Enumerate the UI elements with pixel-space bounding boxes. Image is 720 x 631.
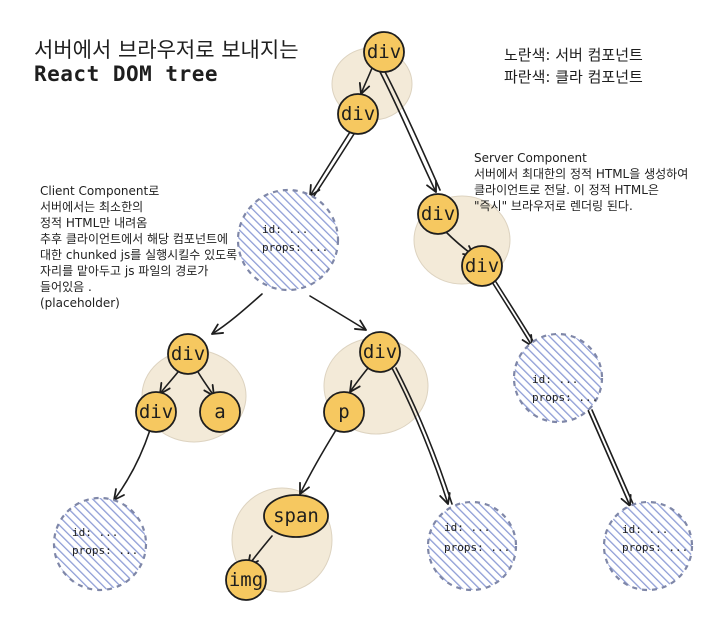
placeholder-id-text: id: ... [444, 521, 490, 534]
node-label: div [341, 103, 375, 125]
placeholder-props-text: props: ... [262, 241, 328, 254]
placeholder-bottom-mid: id: ... props: ... [426, 500, 518, 592]
placeholder-props-text: props: ... [72, 544, 138, 557]
node-img: img [225, 559, 267, 601]
node-label: div [363, 341, 397, 363]
edge-p-to-span [299, 429, 337, 495]
placeholder-id-text: id: ... [532, 373, 578, 386]
client-note-line: 정적 HTML만 내려옴 [40, 216, 148, 230]
node-label: div [421, 203, 455, 225]
edge-right-placeholder-to-placeholder-2 [591, 409, 635, 507]
diagram-title-line-1: 서버에서 브라우저로 보내지는 [34, 38, 299, 62]
edge-mid-div-to-placeholder-2 [395, 367, 453, 505]
edge-root-to-div [358, 67, 373, 95]
edge-placeholder-to-mid-div [309, 295, 367, 331]
node-label: div [465, 255, 499, 277]
edge-div-to-placeholder [309, 131, 351, 197]
server-note-line: Server Component [474, 151, 587, 165]
node-label: div [171, 343, 205, 365]
node-leaf-div: div [135, 391, 177, 433]
node-label: div [367, 41, 401, 63]
node-a: a [199, 391, 241, 433]
edge-right-div-to-placeholder-2 [495, 281, 537, 347]
node-span: span [263, 494, 329, 538]
node-right-div-1: div [417, 193, 459, 235]
placeholder-id-text: id: ... [262, 223, 308, 236]
placeholder-upper: id: ... props: ... [236, 188, 340, 292]
node-p: p [323, 391, 365, 433]
server-note-line: 클라이언트로 전달. 이 정적 HTML은 [474, 183, 659, 197]
node-label: a [214, 401, 225, 423]
server-nodes: div div div div div div a div [135, 31, 503, 601]
edge-root-to-right-div [377, 67, 437, 193]
client-note-line: 추후 클라이언트에서 해당 컴포넌트에 [40, 232, 229, 246]
client-component-note: Client Component로 서버에서는 최소한의 정적 HTML만 내려… [40, 183, 237, 311]
placeholder-right-mid: id: ... props: ... [512, 332, 604, 424]
edge-div-to-placeholder-2 [313, 133, 355, 197]
tree-edges [113, 65, 635, 567]
node-label: p [338, 401, 349, 423]
edge-mid-div-to-placeholder [391, 367, 451, 505]
edge-right-div-to-placeholder [491, 281, 533, 347]
client-note-line: (placeholder) [40, 296, 120, 310]
server-component-note: Server Component 서버에서 최대한의 정적 HTML을 생성하여… [474, 150, 688, 214]
node-label: img [229, 569, 263, 591]
edge-leaf-div-to-placeholder [113, 429, 151, 501]
node-root-div: div [363, 31, 405, 73]
node-right-div-2: div [461, 245, 503, 287]
edge-placeholder-to-left-div [211, 293, 263, 335]
node-left-div: div [167, 333, 209, 375]
placeholder-bottom-right: id: ... props: ... [602, 500, 694, 592]
edge-right-placeholder-to-placeholder [587, 409, 632, 507]
client-note-line: 자리를 맡아두고 js 파일의 경로가 [40, 264, 209, 278]
server-note-line: "즉시" 브라우저로 렌더링 된다. [474, 199, 633, 213]
server-note-line: 서버에서 최대한의 정적 HTML을 생성하여 [474, 167, 689, 181]
edge-root-to-right-div-2 [381, 65, 441, 191]
client-note-line: 들어있음 . [40, 280, 92, 294]
node-label: span [273, 505, 319, 527]
placeholder-id-text: id: ... [622, 523, 668, 536]
node-mid-div: div [359, 331, 401, 373]
placeholder-props-text: props: ... [622, 541, 688, 554]
placeholder-id-text: id: ... [72, 526, 118, 539]
client-note-line: 대한 chunked js를 실행시킬수 있도록 [40, 248, 238, 262]
client-note-line: 서버에서는 최소한의 [40, 200, 144, 214]
node-label: div [139, 401, 173, 423]
diagram-title-line-2: React DOM tree [34, 62, 219, 86]
node-div-level1: div [337, 93, 379, 135]
client-placeholders: id: ... props: ... id: ... props: ... id… [52, 188, 694, 592]
placeholder-props-text: props: ... [532, 391, 598, 404]
placeholder-bottom-left: id: ... props: ... [52, 496, 148, 592]
legend-yellow-server: 노란색: 서버 컴포넌트 [504, 46, 643, 64]
placeholder-props-text: props: ... [444, 541, 510, 554]
legend-blue-client: 파란색: 클라 컴포넌트 [504, 68, 643, 86]
edge-mid-div-to-p [349, 367, 369, 393]
client-note-line: Client Component로 [40, 184, 160, 198]
